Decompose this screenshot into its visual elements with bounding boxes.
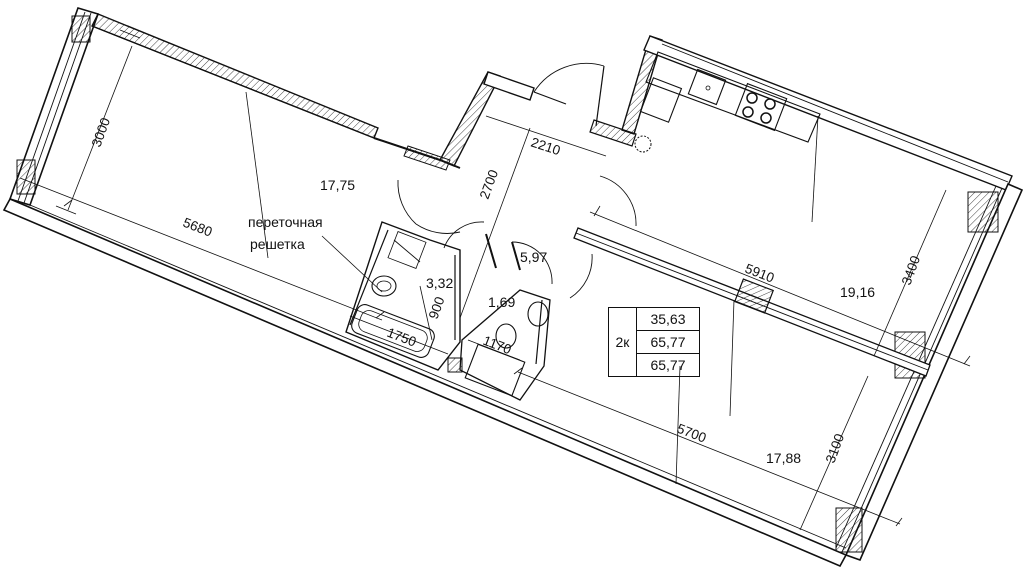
dim-wc-width: 1170 xyxy=(481,333,513,357)
living-top-wall xyxy=(91,13,379,139)
bath-sink xyxy=(371,275,397,297)
dim-kitchen-depth: 3400 xyxy=(899,254,923,287)
dim-living-depth: 3000 xyxy=(89,116,113,149)
right-wall-column-top xyxy=(967,191,999,233)
vent-grille-label-2: решетка xyxy=(250,236,305,252)
right-end-wall xyxy=(844,182,1024,562)
wc-door-swing xyxy=(511,241,553,285)
burner-1 xyxy=(746,92,758,104)
dim-bedroom-depth: 3100 xyxy=(823,432,847,465)
total-area-with-balcony: 65,77 xyxy=(635,353,701,377)
fixtures xyxy=(351,51,821,397)
washing-machine-spot xyxy=(387,231,427,269)
bottom-wall xyxy=(2,197,848,567)
bath-door-swing xyxy=(443,221,485,249)
sink-drain xyxy=(705,85,711,91)
toilet xyxy=(495,323,517,349)
dim-corridor-length: 2700 xyxy=(477,168,501,201)
room-labels: 17,75 17,88 19,16 5,97 3,32 1,69 переточ… xyxy=(248,177,875,466)
gas-meter xyxy=(634,135,652,153)
dim-living-length: 5680 xyxy=(181,215,214,240)
kitchen-door-swing xyxy=(599,175,637,227)
vent-grille-label-1: переточная xyxy=(248,214,323,230)
area-summary-table: 2к 35,63 65,77 65,77 xyxy=(608,307,701,377)
kitchen-sink xyxy=(687,68,727,106)
fridge xyxy=(639,77,683,123)
dim-corridor-width: 2210 xyxy=(529,135,562,159)
bedroom-area-label: 17,88 xyxy=(766,450,801,466)
partitions xyxy=(345,221,931,401)
bath-sink-inner xyxy=(376,280,392,292)
dimension-lines xyxy=(19,29,971,531)
left-end-wall-column-top xyxy=(71,15,91,43)
bathtub-inner xyxy=(358,310,428,352)
bathroom-outline xyxy=(345,221,461,371)
living-door-swing xyxy=(397,179,417,225)
room-count: 2к xyxy=(608,307,637,377)
living-area-total: 35,63 xyxy=(635,307,701,331)
corridor-top-wall xyxy=(483,71,535,101)
bathroom-area-label: 3,32 xyxy=(426,275,453,291)
bedroom-door-swing xyxy=(569,253,593,299)
burner-3 xyxy=(742,106,754,118)
bathtub xyxy=(351,304,435,358)
dim-bedroom-length: 5700 xyxy=(675,421,708,446)
wc-outline xyxy=(459,289,551,401)
wc-sink xyxy=(527,301,549,327)
hall-area-label: 5,97 xyxy=(520,249,547,265)
stove xyxy=(734,82,788,132)
living-area-label: 17,75 xyxy=(320,177,355,193)
wc-area-label: 1,69 xyxy=(488,294,515,310)
entry-door-swing xyxy=(533,62,605,93)
burner-2 xyxy=(764,98,776,110)
riser xyxy=(447,357,463,373)
dim-bath-width: 900 xyxy=(426,295,448,321)
left-end-wall-column-bottom xyxy=(16,159,36,195)
ventilation-shaft xyxy=(733,278,775,314)
doors xyxy=(397,62,637,299)
kitchen-area-label: 19,16 xyxy=(840,284,875,300)
step-wall xyxy=(403,145,451,171)
total-area: 65,77 xyxy=(635,330,701,354)
living-door-swing-2 xyxy=(415,223,461,234)
right-wall-column-bottom xyxy=(835,507,863,553)
outer-walls xyxy=(2,7,1024,567)
burner-4 xyxy=(760,112,772,124)
kitchen-counter xyxy=(645,51,821,143)
